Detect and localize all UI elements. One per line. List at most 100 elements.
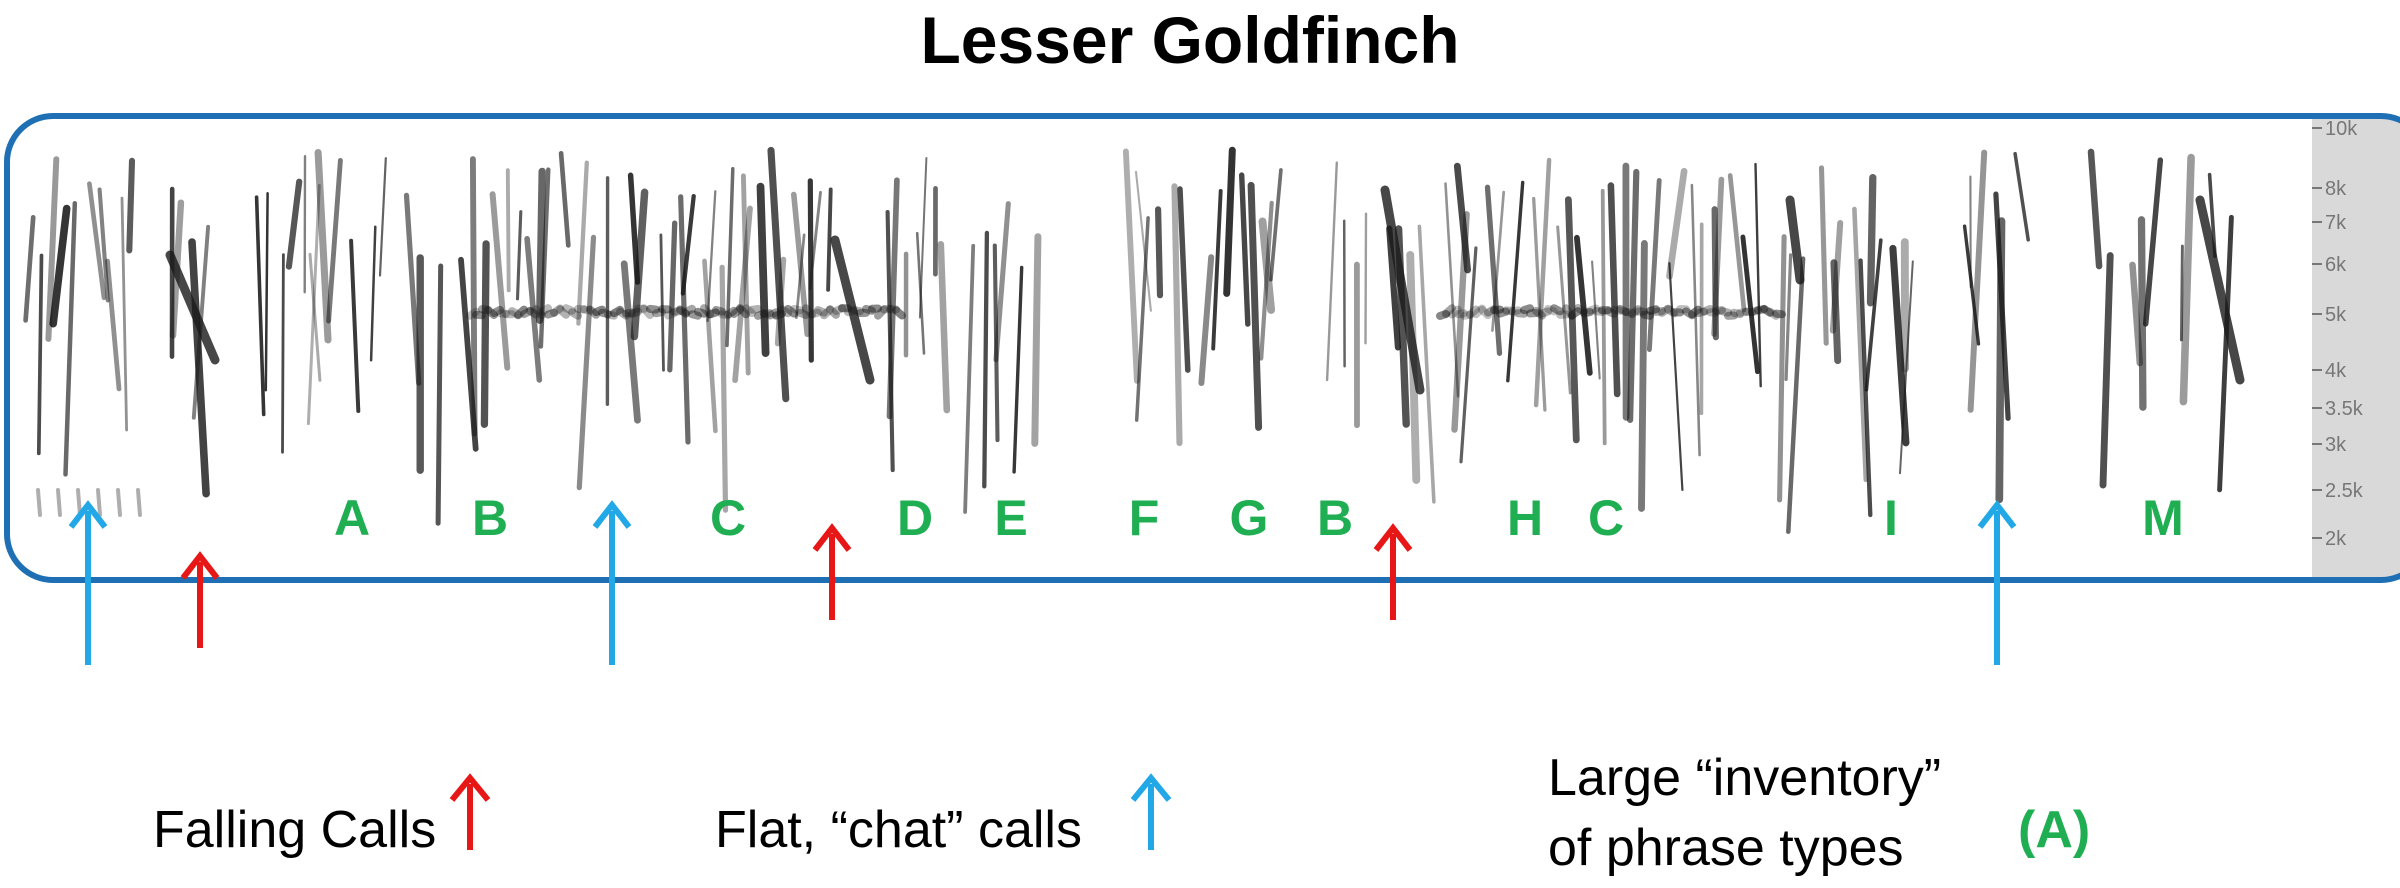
spectrogram-mark <box>496 309 510 318</box>
spectrogram-mark <box>1568 307 1582 320</box>
spectrogram-mark <box>1852 206 1869 483</box>
spectrogram-mark <box>87 181 107 301</box>
spectrogram-mark <box>1967 149 1988 413</box>
spectrogram-mark <box>580 305 594 315</box>
axis-tick-label: 2.5k <box>2325 480 2364 502</box>
spectrogram-mark <box>23 214 36 323</box>
spectrogram-mark <box>1453 162 1471 274</box>
flat-call-arrow-icon <box>1977 500 2017 665</box>
spectrogram-mark <box>1694 307 1708 318</box>
spectrogram-mark <box>2217 214 2234 493</box>
spectrogram-mark <box>790 304 804 315</box>
spectrogram-mark <box>1740 234 1760 375</box>
falling-call-arrow-icon <box>812 523 852 620</box>
spectrogram-mark <box>784 304 798 318</box>
spectrogram-mark <box>610 305 624 318</box>
spectrogram-mark <box>576 234 597 491</box>
spectrogram-mark <box>2129 261 2144 367</box>
spectrogram-mark <box>1526 309 1540 318</box>
spectrogram-mark <box>1640 310 1654 320</box>
spectrogram-mark <box>1478 305 1492 320</box>
spectrogram-mark <box>1520 304 1534 315</box>
spectrogram-mark <box>1380 185 1425 395</box>
spectrogram-mark <box>478 305 492 314</box>
spectrogram-mark <box>724 306 738 319</box>
spectrogram-mark <box>1448 305 1462 319</box>
spectrogram-mark <box>712 306 726 316</box>
spectrogram-mark <box>646 304 660 314</box>
legend-flat-arrow-icon <box>1130 773 1172 850</box>
spectrogram-mark <box>1490 305 1504 315</box>
phrase-label: I <box>1884 490 1898 546</box>
spectrogram-mark <box>820 305 834 320</box>
spectrogram-mark <box>1472 304 1486 319</box>
spectrogram-mark <box>1616 304 1630 316</box>
axis-tick-label: 3.5k <box>2325 398 2364 420</box>
spectrogram-mark <box>538 304 552 316</box>
frequency-axis-strip <box>2312 118 2400 578</box>
spectrogram-mark <box>772 309 786 320</box>
spectrogram-mark <box>56 488 62 517</box>
spectrogram-area <box>12 118 2312 578</box>
spectrogram-mark <box>2207 172 2217 258</box>
phrase-label: H <box>1507 490 1543 546</box>
phrase-label: C <box>710 490 746 546</box>
spectrogram-mark <box>1772 309 1786 319</box>
spectrogram-mark <box>1829 220 1844 334</box>
spectrogram-mark <box>550 304 564 317</box>
spectrogram-mark <box>489 191 511 371</box>
spectrogram-mark <box>748 304 762 314</box>
spectrogram-mark <box>1600 188 1607 446</box>
spectrogram-mark <box>880 304 894 314</box>
spectrogram-mark <box>1544 304 1558 316</box>
spectrogram-mark <box>1177 186 1191 373</box>
spectrogram-mark <box>982 230 990 489</box>
spectrogram-mark <box>1031 233 1042 447</box>
spectrogram-mark <box>808 190 822 291</box>
spectrogram-mark <box>1711 206 1719 341</box>
spectrogram-mark <box>826 305 840 319</box>
spectrogram-mark <box>993 201 1011 363</box>
spectrogram-mark <box>767 146 790 403</box>
flat-call-arrow-icon <box>592 500 632 665</box>
spectrogram-mark <box>63 201 78 477</box>
spectrogram-mark <box>490 305 504 317</box>
spectrogram-mark <box>285 178 303 270</box>
spectrogram-mark <box>1496 307 1510 318</box>
spectrogram-mark <box>515 210 523 301</box>
spectrogram-mark <box>1690 183 1701 457</box>
spectrogram-mark <box>628 307 642 319</box>
spectrogram-mark <box>308 252 322 382</box>
spectrogram-mark <box>992 243 1000 443</box>
spectrogram-mark <box>1508 306 1522 316</box>
spectrogram-mark <box>1638 240 1648 512</box>
spectrogram-mark <box>795 233 806 319</box>
spectrogram-mark <box>1607 182 1621 398</box>
spectrogram-mark <box>1754 162 1762 388</box>
spectrogram-mark <box>165 250 220 365</box>
spectrogram-frame <box>4 113 2400 583</box>
spectrogram-mark <box>1451 211 1470 433</box>
spectrogram-mark <box>1646 305 1660 315</box>
spectrogram-mark <box>730 305 744 318</box>
call-arrows <box>68 500 2017 665</box>
spectrogram-mark <box>1664 305 1678 318</box>
spectrogram-mark <box>480 240 490 428</box>
spectrogram-mark <box>1460 310 1474 320</box>
legend-falling-arrow-icon <box>449 773 491 850</box>
spectrogram-mark <box>281 253 285 454</box>
spectrogram-mark <box>706 190 717 323</box>
axis-tick-label: 10k <box>2325 118 2358 140</box>
spectrogram-mark <box>760 309 774 318</box>
spectrogram-mark <box>592 305 606 317</box>
spectrogram-mark <box>526 306 540 319</box>
spectrogram-mark <box>1777 234 1787 503</box>
spectrogram-mark <box>808 308 822 319</box>
spectrogram-mark <box>2179 244 2184 342</box>
spectrogram-mark <box>1574 234 1593 376</box>
spectrogram-mark <box>1538 307 1552 318</box>
spectrogram-mark <box>378 157 387 277</box>
spectrogram-mark <box>1666 167 1688 280</box>
